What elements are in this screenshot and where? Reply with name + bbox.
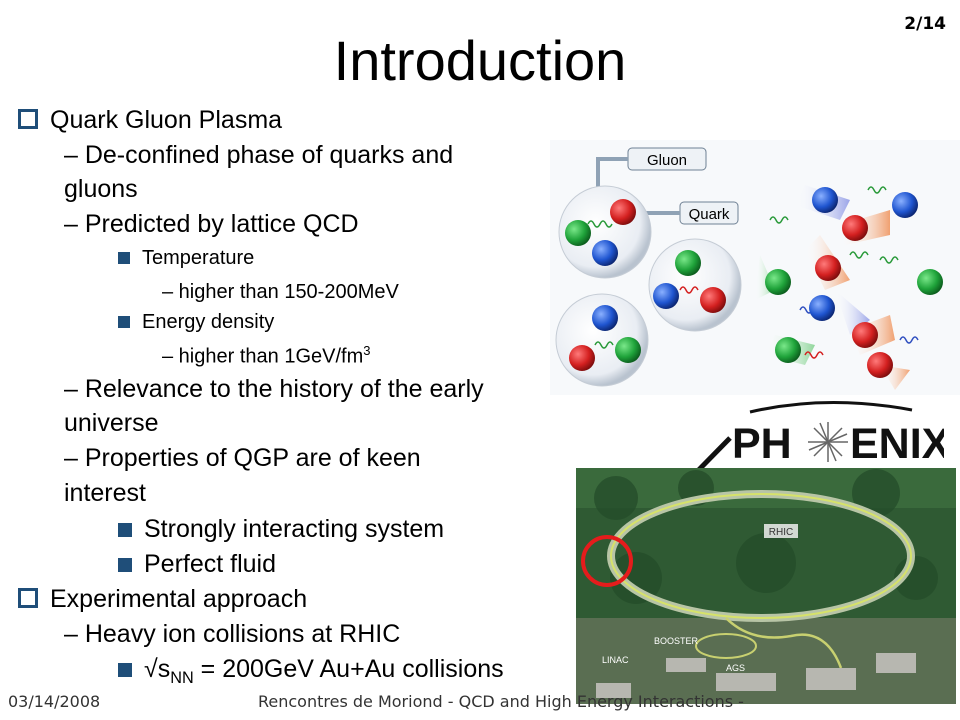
booster-label: BOOSTER [654,636,699,646]
bullet-temperature: Temperature [118,247,254,270]
square-bullet-icon [118,252,130,264]
bullet-properties-cont: interest [64,479,146,507]
bullet-text: Temperature [142,247,255,269]
ags-label: AGS [726,663,745,673]
bullet-properties: – Properties of QGP are of keen [64,444,421,472]
bullet-heavy-ion: – Heavy ion collisions at RHIC [64,620,401,648]
bullet-text: √s [144,655,171,683]
bullet-lattice-qcd: – Predicted by lattice QCD [64,210,359,238]
bullet-early-universe: – Relevance to the history of the early [64,375,484,403]
hadron-bubble-3 [555,293,649,387]
bullet-text: Perfect fluid [144,550,277,578]
bullet-text: Experimental approach [50,585,308,613]
hadron-bubble-2 [648,238,742,332]
rhic-aerial-photo: RHIC BOOSTER LINAC AGS [576,468,956,704]
phenix-logo-right: ENIX [850,420,944,468]
bullet-au-au: √sNN = 200GeV Au+Au collisions [118,655,504,688]
subscript: NN [170,669,194,687]
bullet-text: = 200GeV Au+Au collisions [193,655,504,683]
square-bullet-icon [18,588,38,608]
square-bullet-icon [18,109,38,129]
gluon-label: Gluon [647,152,687,169]
square-bullet-icon [118,663,132,677]
hadron-bubble-1 [558,185,652,279]
phenix-location-circle [581,535,633,587]
rhic-label: RHIC [769,527,793,538]
square-bullet-icon [118,316,130,328]
bullet-deconfined-cont: gluons [64,175,138,203]
quark-label: Quark [689,206,730,223]
bullet-qgp: Quark Gluon Plasma [18,106,282,135]
bullet-strongly-interacting: Strongly interacting system [118,515,444,544]
linac-label: LINAC [602,655,629,665]
footer-conference: Rencontres de Moriond - QCD and High Ene… [258,692,744,711]
square-bullet-icon [118,558,132,572]
rhic-label-bg [764,524,798,538]
square-bullet-icon [118,523,132,537]
bullet-energy-density-value: – higher than 1GeV/fm3 [162,343,370,369]
phenix-logo-left: PH [732,420,792,468]
page-number: 2/14 [904,14,946,34]
bullet-text: – higher than 1GeV/fm [162,345,364,368]
phenix-logo: PH ENIX [732,400,944,468]
bullet-text: Energy density [142,311,275,333]
quark-gluon-illustration: Gluon Quark [550,140,960,395]
logo-arc [749,400,913,414]
starburst-icon [808,422,848,462]
bullet-experimental: Experimental approach [18,585,307,614]
bullet-text: Quark Gluon Plasma [50,106,283,134]
deconfined-plasma [755,185,943,390]
footer-date: 03/14/2008 [8,692,101,711]
bullet-deconfined: – De-confined phase of quarks and [64,141,454,169]
page-title: Introduction [333,29,627,92]
bullet-text: Strongly interacting system [144,515,445,543]
bullet-early-universe-cont: universe [64,409,159,437]
superscript: 3 [363,343,371,358]
bullet-energy-density: Energy density [118,311,274,334]
bullet-perfect-fluid: Perfect fluid [118,550,276,579]
bullet-temperature-value: – higher than 150-200MeV [162,281,399,303]
